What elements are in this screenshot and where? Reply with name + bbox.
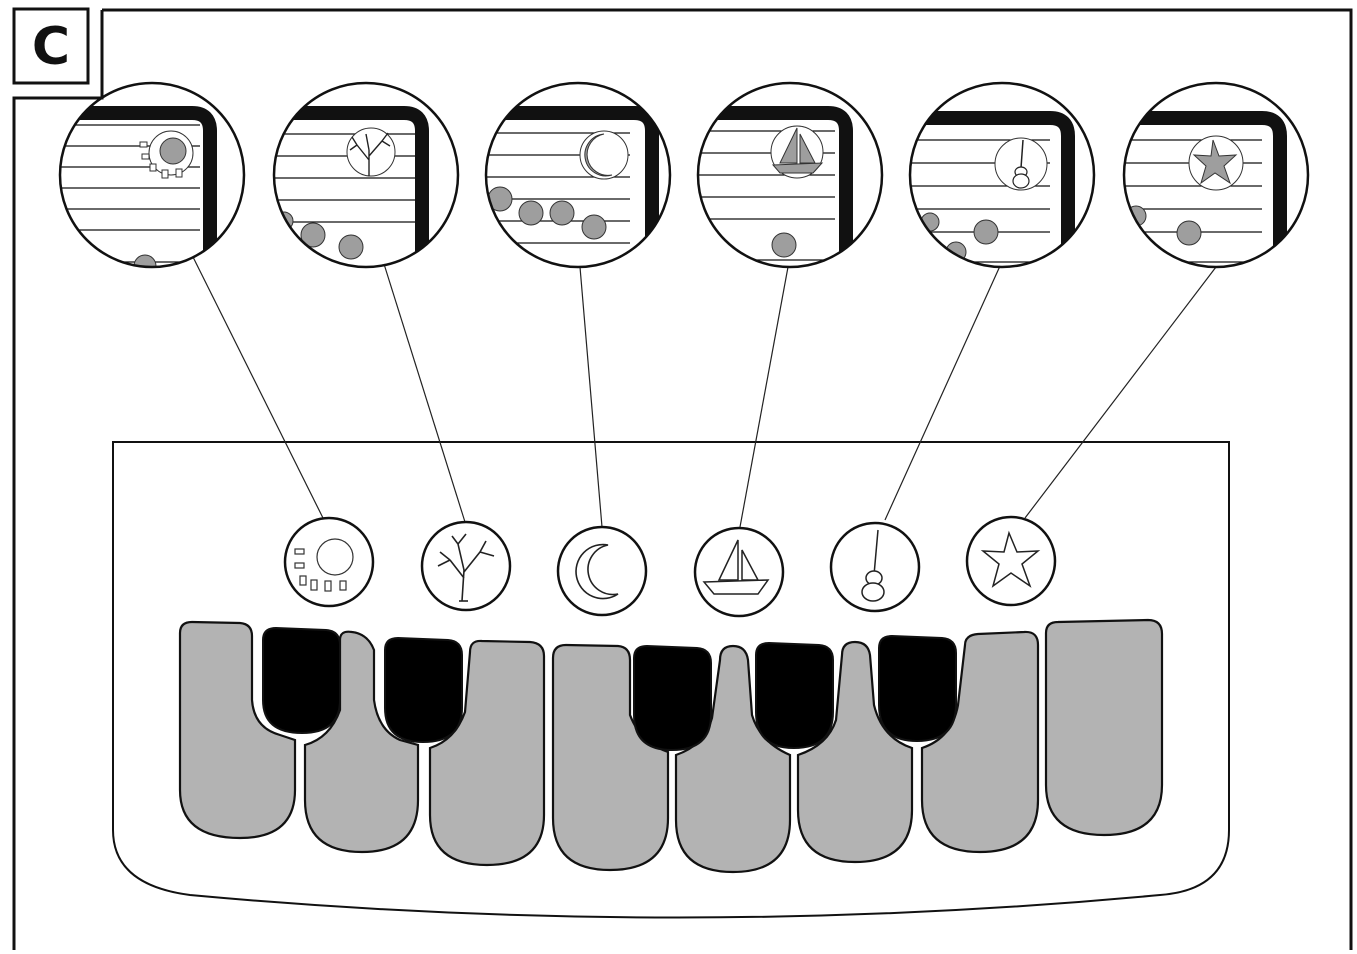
zoom-circle-moon [484, 81, 672, 269]
outer-frame [12, 8, 1353, 950]
white-key[interactable] [796, 640, 914, 864]
moon-icon [575, 543, 619, 600]
black-key[interactable] [384, 636, 463, 744]
panel-label-box: C [12, 7, 90, 85]
violin-icon [861, 529, 885, 602]
moon-icon [579, 130, 629, 180]
black-key[interactable] [878, 634, 957, 743]
white-key[interactable] [1044, 618, 1164, 837]
note-dot [300, 222, 326, 248]
sun-icon [294, 538, 354, 592]
white-key[interactable] [428, 639, 546, 867]
connector-lines [192, 256, 1217, 528]
book-edge [698, 106, 853, 267]
connector-line-moon [579, 266, 603, 528]
panel-label: C [32, 17, 70, 77]
note-dot [771, 232, 797, 258]
white-key[interactable] [178, 620, 297, 840]
connector-line-star [1024, 266, 1217, 519]
white-key[interactable] [920, 630, 1040, 854]
tree-icon [437, 533, 495, 602]
zoom-circle-star [1122, 81, 1310, 269]
zoom-circle-sailboat [696, 81, 884, 269]
symbol-button-star[interactable] [965, 515, 1057, 607]
sun-icon [139, 130, 194, 179]
star-icon [1188, 135, 1244, 191]
tree-icon [346, 127, 396, 177]
connector-line-sun [192, 256, 324, 519]
symbol-button-tree[interactable] [420, 520, 512, 612]
zoom-circle-violin [908, 81, 1096, 269]
violin-icon [994, 137, 1048, 191]
connector-line-violin [884, 265, 1001, 521]
black-key[interactable] [755, 641, 834, 750]
black-key[interactable] [262, 626, 341, 735]
connector-line-tree [383, 263, 466, 523]
connector-line-sailboat [739, 266, 789, 528]
zoom-circle-sun [58, 81, 246, 269]
symbol-button-moon[interactable] [556, 525, 648, 617]
sailboat-icon [702, 539, 770, 595]
note-dot [549, 200, 575, 226]
sailboat-icon [770, 125, 824, 179]
piano-keys [178, 618, 1164, 874]
book-edge [910, 111, 1075, 267]
staff-lines [274, 133, 420, 223]
book-edge [1124, 111, 1287, 267]
symbol-button-violin[interactable] [829, 521, 921, 613]
book-edge [60, 106, 217, 267]
note-dot [518, 200, 544, 226]
white-key[interactable] [303, 630, 420, 854]
star-icon [980, 530, 1041, 588]
note-dot [1176, 220, 1202, 246]
white-key[interactable] [674, 644, 792, 874]
book-edge [274, 106, 429, 267]
black-key[interactable] [633, 644, 712, 752]
note-dot [338, 234, 364, 260]
symbol-button-sun[interactable] [283, 516, 375, 608]
zoom-circle-tree [272, 81, 460, 269]
note-dot [581, 214, 607, 240]
symbol-button-sailboat[interactable] [693, 526, 785, 618]
book-edge [486, 106, 659, 267]
note-dot [1125, 205, 1147, 227]
note-dot [973, 219, 999, 245]
